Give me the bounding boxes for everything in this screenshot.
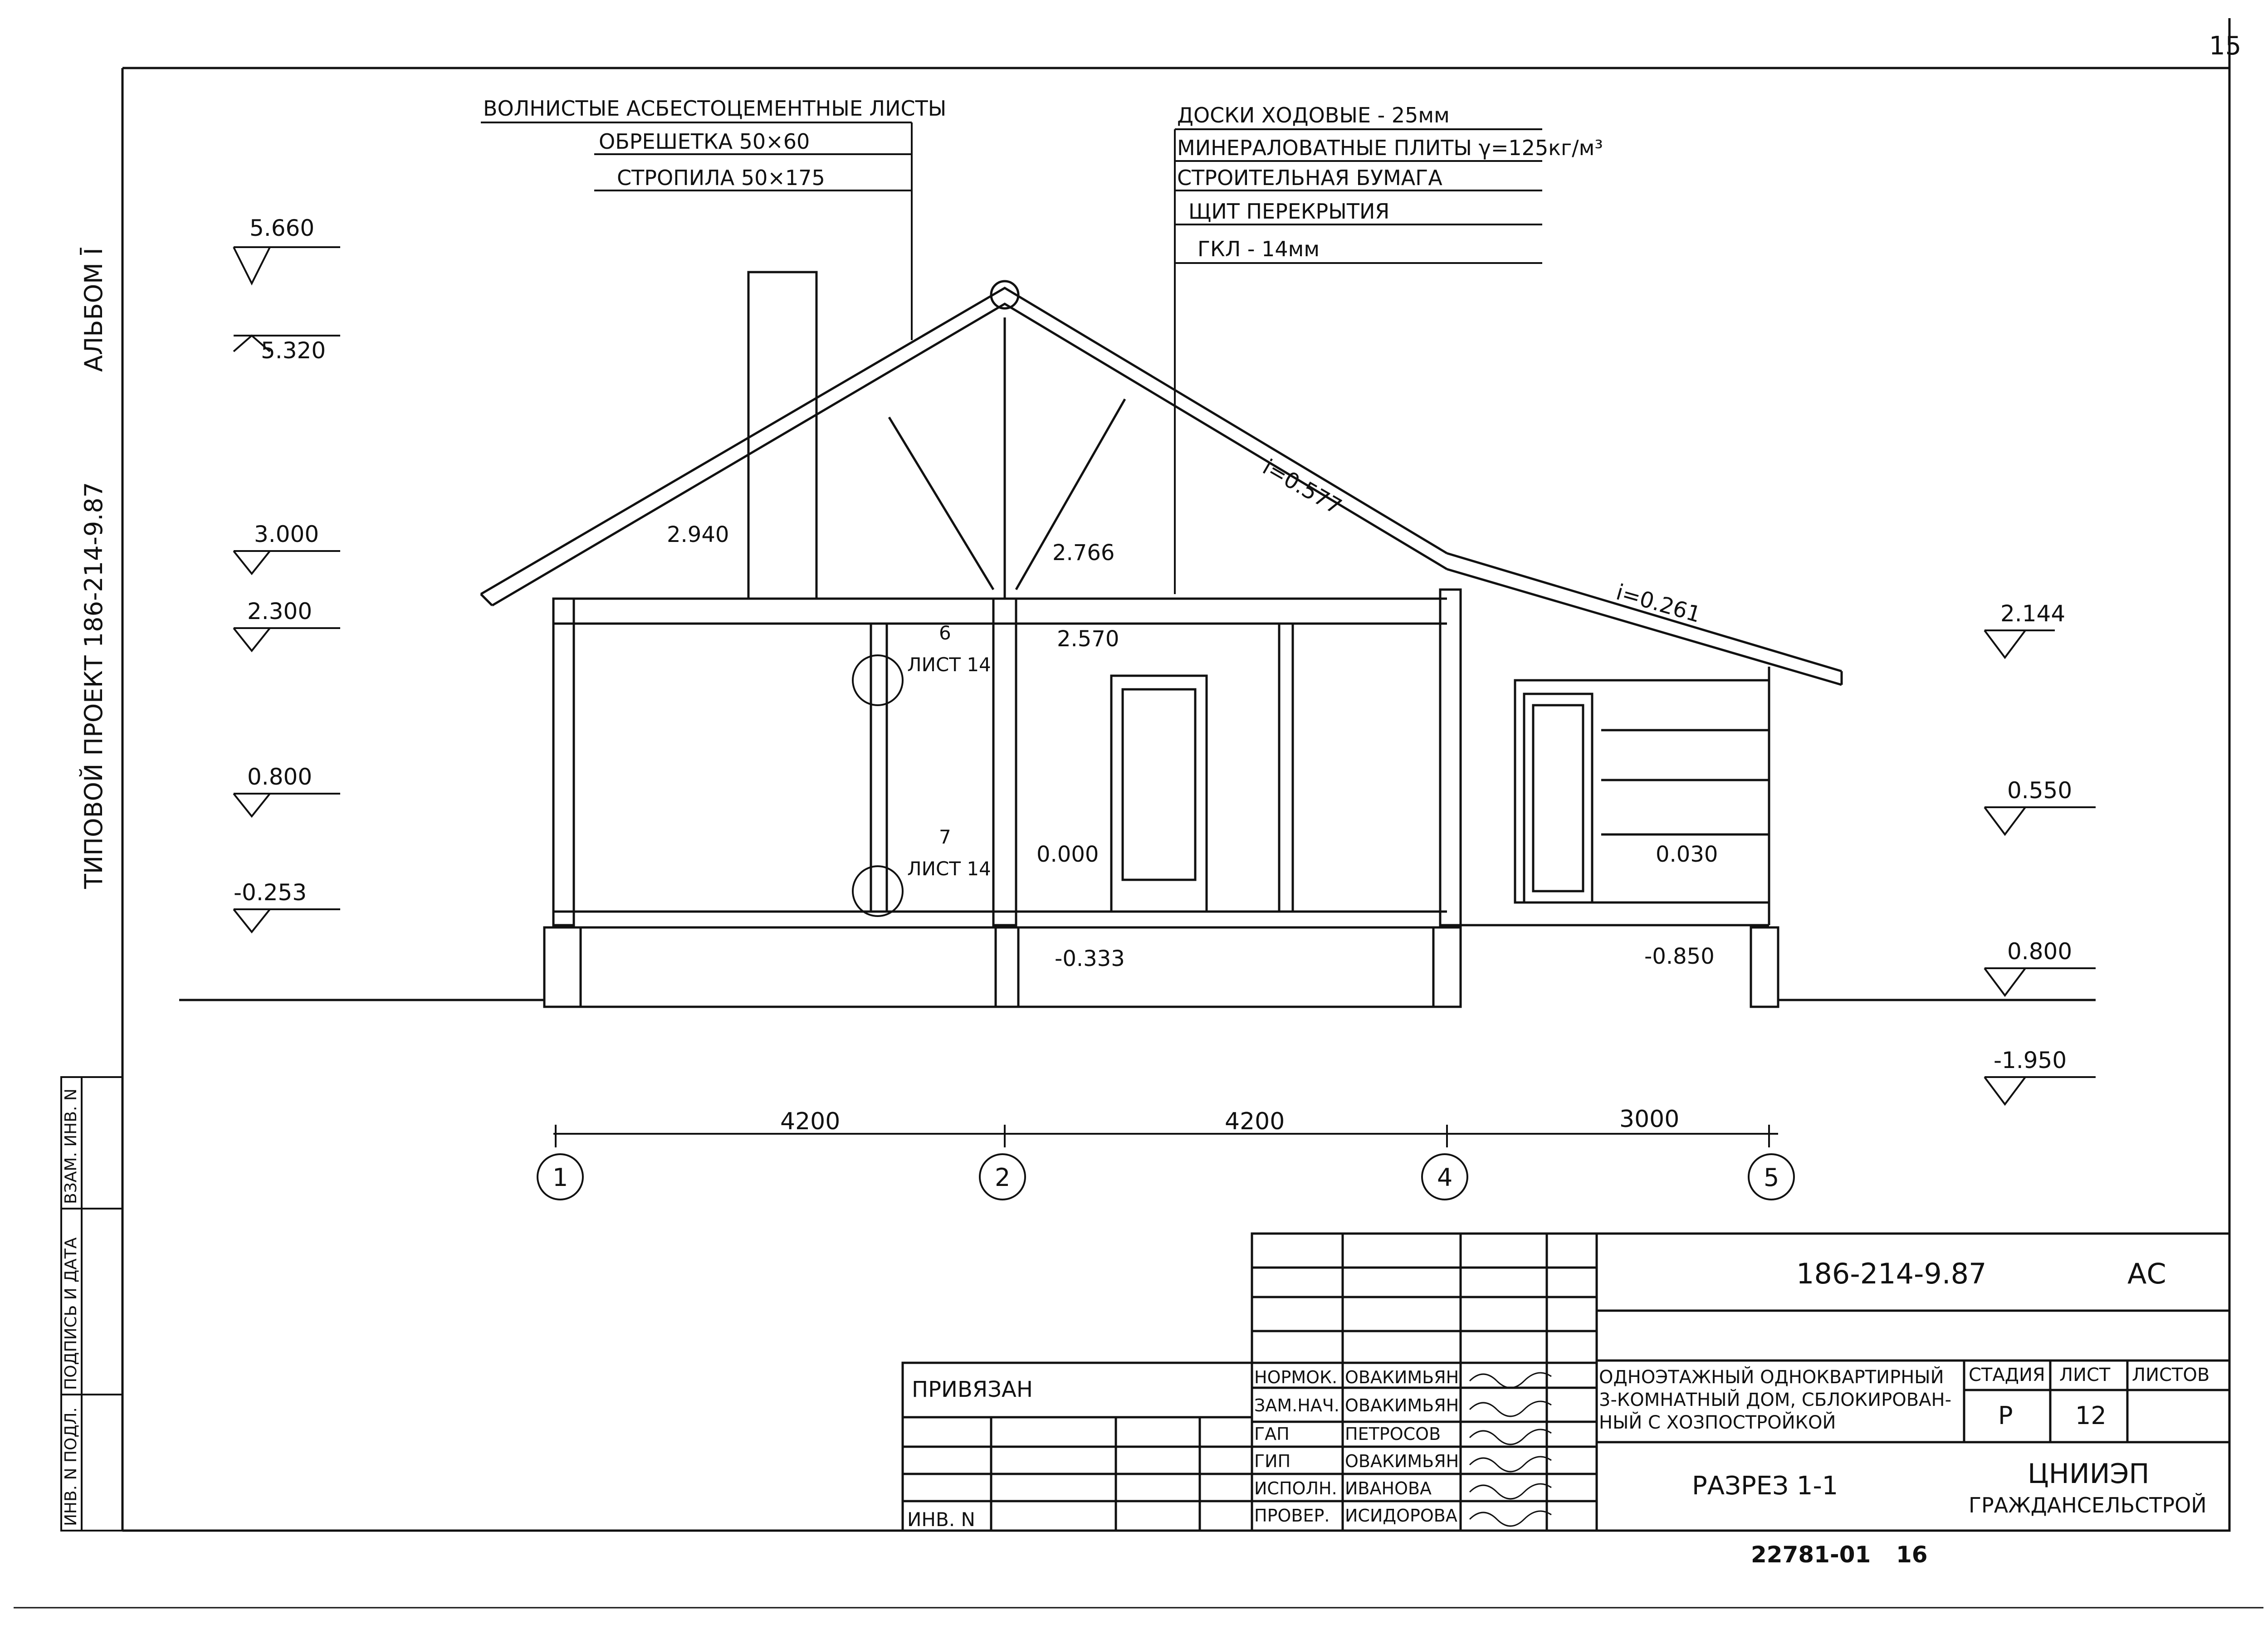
axis-2: 2 xyxy=(995,1163,1010,1192)
right-level-marks xyxy=(1984,629,2096,1106)
floor-callout-line-4: ЩИТ ПЕРЕКРЫТИЯ xyxy=(1188,199,1389,224)
page-number: 15 xyxy=(2209,31,2241,61)
level-inner-2570: 2.570 xyxy=(1057,626,1119,652)
level-inner-0030: 0.030 xyxy=(1656,842,1718,867)
level-inner-2766: 2.766 xyxy=(1052,540,1114,566)
tb-name-4: ОВАКИМЬЯН xyxy=(1345,1451,1459,1471)
tb-privyazan: ПРИВЯЗАН xyxy=(912,1377,1033,1402)
tb-name-3: ПЕТРОСОВ xyxy=(1345,1424,1441,1444)
building-section xyxy=(179,271,2096,1008)
level-0550: 0.550 xyxy=(2007,777,2072,804)
signatures xyxy=(1469,1372,1552,1527)
axis-5: 5 xyxy=(1764,1163,1779,1192)
tb-role-4: ГИП xyxy=(1254,1451,1290,1471)
roof-callout xyxy=(481,122,913,340)
node-7-circle xyxy=(852,865,904,917)
tb-code: 186-214-9.87 xyxy=(1796,1257,1986,1290)
level-minus-0253: -0.253 xyxy=(234,879,307,906)
tb-stage-label: СТАДИЯ xyxy=(1969,1365,2045,1385)
level-3000: 3.000 xyxy=(254,521,319,547)
level-0800: 0.800 xyxy=(247,764,312,790)
tb-name-5: ИВАНОВА xyxy=(1345,1478,1432,1498)
tb-org-1: ЦНИИЭП xyxy=(2028,1458,2149,1490)
tb-role-5: ИСПОЛН. xyxy=(1254,1478,1337,1498)
tb-sheet-label: ЛИСТ xyxy=(2059,1365,2111,1385)
tb-project-title-2: 3-КОМНАТНЫЙ ДОМ, СБЛОКИРОВАН- xyxy=(1599,1389,1951,1410)
node-7-sheet: ЛИСТ 14 xyxy=(907,858,991,880)
tb-sheets-label: ЛИСТОВ xyxy=(2132,1365,2209,1385)
tb-inv-n: ИНВ. N xyxy=(907,1508,975,1531)
dim-3000: 3000 xyxy=(1619,1106,1679,1133)
axis-bubbles xyxy=(537,1153,1795,1200)
archive-number-2: 16 xyxy=(1896,1541,1928,1568)
left-stamp-strip xyxy=(60,1076,123,1532)
roof-callout-line-2: ОБРЕШЕТКА 50×60 xyxy=(599,129,810,154)
tb-role-2: ЗАМ.НАЧ. xyxy=(1254,1395,1339,1415)
tb-mark: АС xyxy=(2127,1257,2166,1290)
node-7-num: 7 xyxy=(939,826,951,848)
floor-callout-line-1: ДОСКИ ХОДОВЫЕ - 25мм xyxy=(1177,103,1450,127)
tb-stage: Р xyxy=(1998,1401,2013,1430)
level-minus-1950: -1.950 xyxy=(1994,1047,2067,1073)
node-6-circle xyxy=(852,654,904,706)
node-6-num: 6 xyxy=(939,622,951,644)
podpis-label: ПОДПИСЬ И ДАТА xyxy=(62,1237,80,1390)
roof-callout-line-1: ВОЛНИСТЫЕ АСБЕСТОЦЕМЕНТНЫЕ ЛИСТЫ xyxy=(483,96,946,121)
level-2300: 2.300 xyxy=(247,598,312,624)
archive-number: 22781-01 xyxy=(1751,1541,1871,1568)
tb-sheet: 12 xyxy=(2075,1401,2107,1430)
left-level-marks xyxy=(233,246,340,934)
level-5320: 5.320 xyxy=(261,337,326,364)
tb-org-2: ГРАЖДАНСЕЛЬСТРОЙ xyxy=(1969,1493,2207,1517)
node-6-sheet: ЛИСТ 14 xyxy=(907,654,991,676)
level-inner-2940: 2.940 xyxy=(667,522,729,547)
floor-callout xyxy=(1174,128,1542,594)
tb-role-6: ПРОВЕР. xyxy=(1254,1506,1330,1526)
slope-annex: i=0.261 xyxy=(1613,580,1704,628)
roof-callout-line-3: СТРОПИЛА 50×175 xyxy=(617,166,825,190)
inv-podl-label: ИНВ. N ПОДЛ. xyxy=(62,1407,80,1526)
tb-name-6: ИСИДОРОВА xyxy=(1345,1506,1457,1526)
dimension-line xyxy=(553,1125,1778,1147)
axis-4: 4 xyxy=(1437,1163,1452,1192)
floor-callout-line-2: МИНЕРАЛОВАТНЫЕ ПЛИТЫ γ=125кг/м³ xyxy=(1177,136,1603,160)
level-5660: 5.660 xyxy=(249,215,314,241)
project-label: ТИПОВОЙ ПРОЕКТ 186-214-9.87 xyxy=(79,482,108,889)
tb-project-title-1: ОДНОЭТАЖНЫЙ ОДНОКВАРТИРНЫЙ xyxy=(1599,1366,1944,1388)
dim-4200-a: 4200 xyxy=(780,1108,840,1135)
floor-callout-line-5: ГКЛ - 14мм xyxy=(1198,237,1320,261)
tb-project-title-3: НЫЙ С ХОЗПОСТРОЙКОЙ xyxy=(1599,1411,1836,1433)
vzam-label: ВЗАМ. ИНВ. N xyxy=(62,1088,80,1204)
slope-main: i=0.577 xyxy=(1258,454,1346,520)
tb-sheet-title: РАЗРЕЗ 1-1 xyxy=(1692,1471,1838,1501)
level-2144: 2.144 xyxy=(2000,600,2065,627)
tb-role-1: НОРМОК. xyxy=(1254,1367,1337,1387)
level-inner-0333: -0.333 xyxy=(1055,946,1125,971)
tb-role-3: ГАП xyxy=(1254,1424,1290,1444)
level-inner-0850: -0.850 xyxy=(1644,944,1715,969)
album-label: АЛЬБОМ Ī xyxy=(79,248,108,372)
level-0800-right: 0.800 xyxy=(2007,938,2072,965)
dim-4200-b: 4200 xyxy=(1225,1108,1285,1135)
title-block xyxy=(901,1232,2231,1532)
tb-name-2: ОВАКИМЬЯН xyxy=(1345,1395,1459,1415)
tb-name-1: ОВАКИМЬЯН xyxy=(1345,1367,1459,1387)
level-inner-0000: 0.000 xyxy=(1036,842,1099,867)
floor-callout-line-3: СТРОИТЕЛЬНАЯ БУМАГА xyxy=(1177,166,1442,190)
axis-1: 1 xyxy=(552,1163,568,1192)
